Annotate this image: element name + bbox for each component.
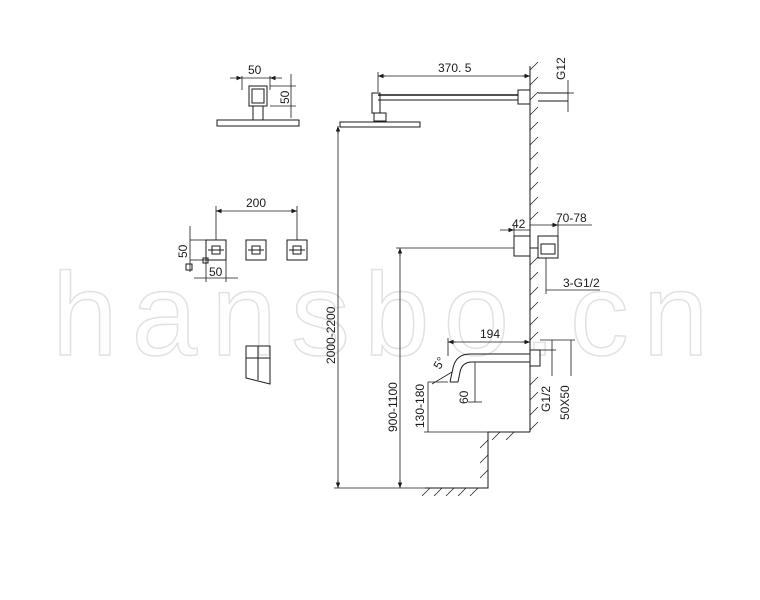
- spout-side-view: [245, 345, 271, 385]
- watermark-text: hansbo.cn: [52, 249, 723, 381]
- mixer-valve: [500, 221, 600, 294]
- mixer-height-label: 900-1100: [386, 382, 400, 432]
- spout-height-label: 60: [457, 390, 471, 404]
- head-height-label: 50: [278, 90, 292, 104]
- top-thread-label: G12: [554, 57, 568, 80]
- bath-spout: [424, 338, 575, 433]
- valve-width-label: 50: [209, 265, 223, 279]
- spout-thread-label: G1/2: [539, 386, 553, 412]
- shower-arm-and-head: [339, 66, 574, 128]
- shower-head-side-view: [216, 74, 300, 127]
- head-width-label: 50: [248, 63, 262, 77]
- arm-length-label: 370. 5: [438, 61, 472, 75]
- spout-length-label: 194: [480, 327, 500, 341]
- height-dimensions: [334, 126, 514, 489]
- flange-size-label: 50X50: [558, 385, 572, 420]
- spout-range-label: 130-180: [413, 384, 427, 428]
- valve-handles-front-view: [185, 206, 308, 282]
- outlets-thread-label: 3-G1/2: [563, 276, 600, 290]
- spacing-label: 200: [246, 196, 266, 210]
- total-height-label: 2000-2200: [324, 306, 338, 364]
- mixer-depth-label: 42: [512, 217, 526, 231]
- mixer-projection-label: 70-78: [556, 211, 587, 225]
- valve-height-label: 50: [176, 244, 190, 258]
